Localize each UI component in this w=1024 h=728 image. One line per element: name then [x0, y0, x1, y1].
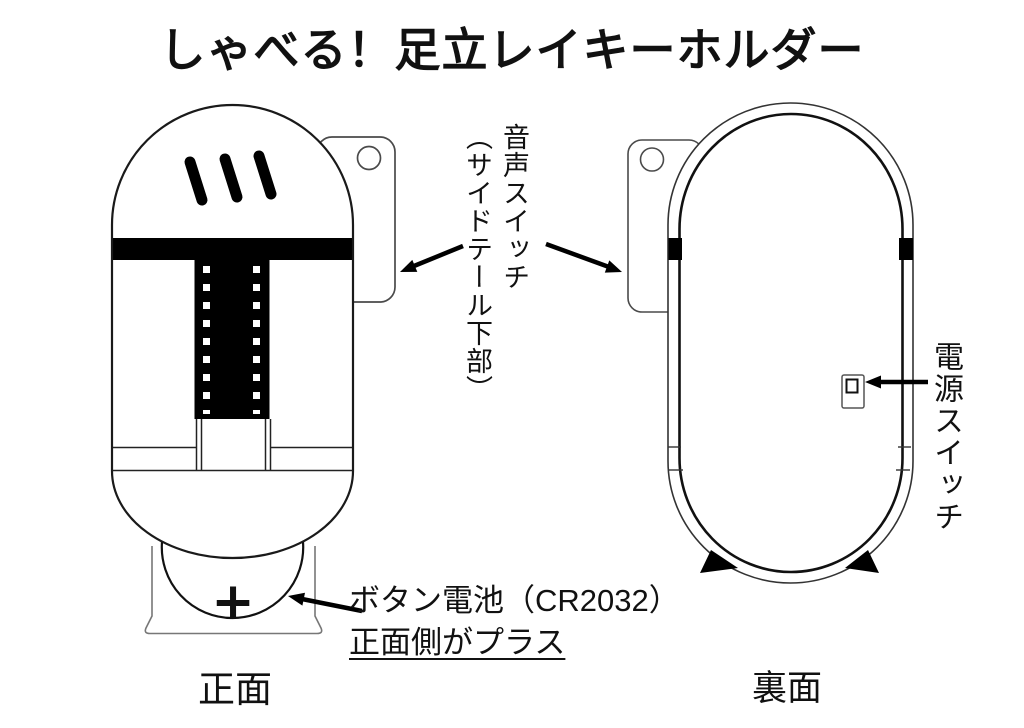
- annotation-arrows: [301, 241, 928, 614]
- front-view: +: [110, 103, 396, 635]
- voice-switch-label-line2: （サイドテール下部）: [462, 123, 492, 403]
- back-view: [627, 102, 914, 584]
- rim-stripe-mark-right: [899, 238, 913, 260]
- vent-slits-icon: [184, 150, 277, 206]
- front-body-outline: [110, 103, 355, 560]
- foot-wedge-left: [700, 550, 738, 573]
- arrowheads: [288, 259, 881, 606]
- power-switch-label: 電源スイッチ: [929, 341, 962, 533]
- coin-battery-edge: [160, 541, 305, 620]
- front-view-caption: 正面: [198, 669, 272, 710]
- battery-label-line1: ボタン電池（CR2032）: [349, 583, 680, 618]
- back-keyring-hole: [639, 147, 665, 172]
- power-switch-icon: [841, 374, 865, 409]
- foot-wedge-right: [845, 550, 879, 573]
- battery-label-line2: 正面側がプラス: [349, 625, 566, 660]
- voice-switch-arrow-right: [545, 241, 610, 270]
- tie-slot-channel: [195, 419, 272, 470]
- voice-switch-arrow-left: [413, 243, 464, 269]
- battery-plus-mark: +: [211, 572, 255, 632]
- rim-seam-ticks: [668, 446, 911, 471]
- voice-switch-label-line1: 音声スイッチ: [499, 123, 529, 291]
- back-view-caption: 裏面: [752, 669, 823, 708]
- battery-arrow: [301, 596, 363, 614]
- tie-column: [194, 238, 270, 419]
- page-title: しゃべる！足立レイキーホルダー: [159, 24, 865, 76]
- front-black-markings: [112, 238, 353, 419]
- battery-bracket: [144, 546, 323, 635]
- battery-cover-seam: [112, 446, 353, 472]
- battery-label: ボタン電池（CR2032） 正面側がプラス: [349, 585, 680, 658]
- rim-stripe-mark-left: [668, 238, 682, 260]
- front-keyring-hole: [356, 145, 382, 171]
- voice-switch-label: 音声スイッチ （サイドテール下部）: [458, 123, 532, 403]
- back-inner-shell: [678, 112, 904, 574]
